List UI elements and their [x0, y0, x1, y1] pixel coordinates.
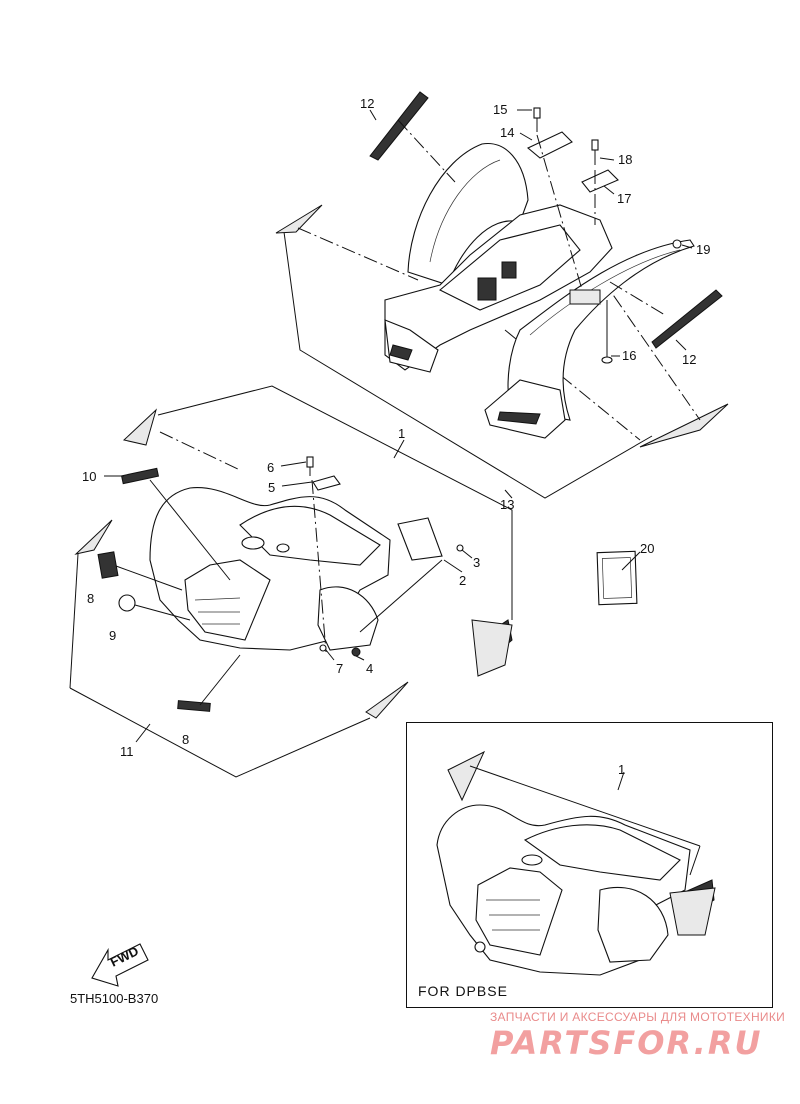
- plate-14: [526, 131, 573, 159]
- front-decal-top: [122, 408, 157, 446]
- callout-19: 19: [696, 242, 710, 257]
- reflector-lens: [118, 594, 136, 612]
- callout-4: 4: [366, 661, 373, 676]
- callout-14: 14: [500, 125, 514, 140]
- fwd-arrow-icon: FWD: [91, 943, 149, 987]
- front-decal-bottom: [365, 681, 409, 719]
- label-20: [596, 550, 638, 606]
- callout-numbers: 1 2 3 4 5 6 7 8 8 9 10 11 12 12 13 14 15…: [82, 96, 710, 777]
- drawing-code: 5TH5100-B370: [70, 991, 159, 1006]
- callout-13: 13: [500, 497, 514, 512]
- callout-8a: 8: [87, 591, 94, 606]
- front-fender-assembly: [69, 385, 513, 778]
- callout-11: 11: [120, 744, 134, 759]
- callout-12b: 12: [682, 352, 696, 367]
- callout-2: 2: [459, 573, 466, 588]
- callout-1: 1: [398, 426, 405, 441]
- plate-17: [581, 169, 619, 193]
- plate-5: [312, 475, 341, 491]
- callout-1-inset: 1: [618, 762, 625, 777]
- inset-fender-assembly: [436, 750, 716, 976]
- watermark-tagline: ЗАПЧАСТИ И АКСЕССУАРЫ ДЛЯ МОТОТЕХНИКИ: [490, 1010, 786, 1024]
- seal-strip-right: [651, 289, 723, 349]
- callout-7: 7: [336, 661, 343, 676]
- callout-9: 9: [109, 628, 116, 643]
- callout-16: 16: [622, 348, 636, 363]
- rear-decal-right: [639, 403, 729, 448]
- front-decal-left: [74, 519, 113, 555]
- plate-2: [397, 517, 443, 561]
- callout-15: 15: [493, 102, 507, 117]
- watermark-logo: PARTSFOR.RU: [490, 1024, 763, 1062]
- callout-3: 3: [473, 555, 480, 570]
- callout-17: 17: [617, 191, 631, 206]
- callout-12a: 12: [360, 96, 374, 111]
- callout-6: 6: [267, 460, 274, 475]
- inset-frame: [406, 722, 773, 1008]
- callout-20: 20: [640, 541, 654, 556]
- rear-fender-assembly: [275, 91, 729, 499]
- inset-caption: FOR DPBSE: [418, 983, 508, 999]
- seal-strip-top: [369, 91, 429, 161]
- callout-18: 18: [618, 152, 632, 167]
- rear-decal-left: [275, 204, 323, 234]
- callout-10: 10: [82, 469, 96, 484]
- callout-8b: 8: [182, 732, 189, 747]
- callout-leaders: [104, 109, 693, 791]
- callout-5: 5: [268, 480, 275, 495]
- storage-slot-icon: [477, 277, 497, 301]
